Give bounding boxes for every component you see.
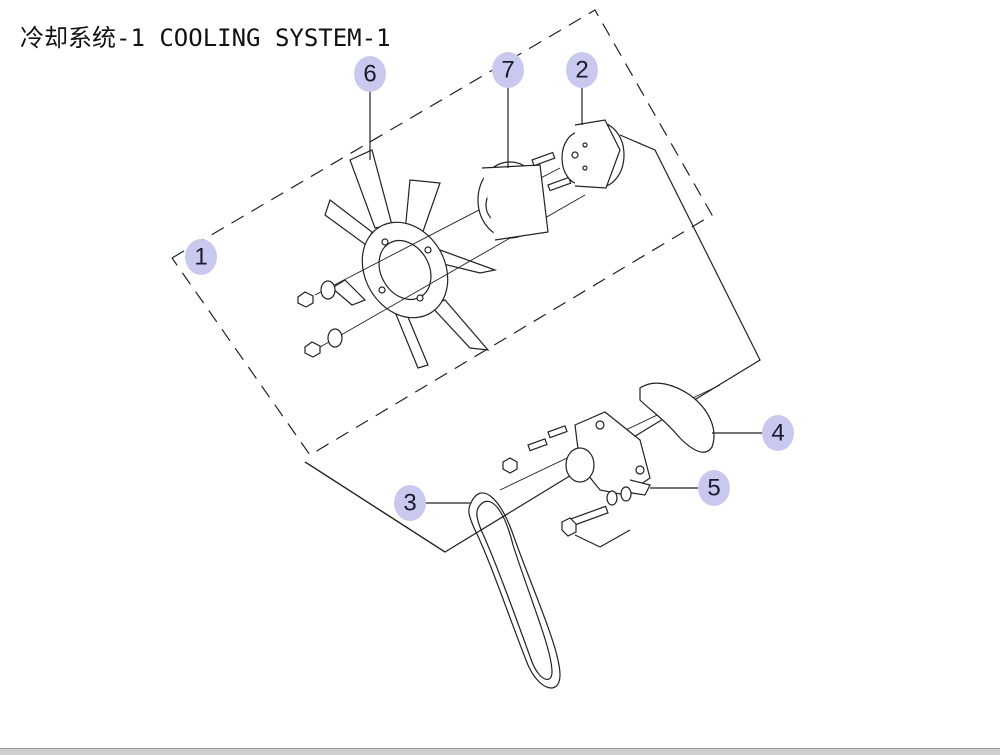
callout-7: 7 [492,52,524,88]
v-belt [468,492,561,689]
fan-clutch [477,161,549,241]
callout-label: 4 [771,420,784,447]
callout-6: 6 [354,56,386,92]
pump-fasteners [502,425,632,548]
callout-5: 5 [698,470,730,506]
callout-label: 5 [707,475,720,502]
fan-pulley [561,119,625,189]
pump-gasket [639,382,715,453]
cooling-fan [324,149,498,369]
callout-label: 2 [575,57,588,84]
water-pump [565,411,651,496]
callout-4: 4 [762,415,794,451]
callout-3: 3 [394,485,426,521]
fan-nuts [297,280,343,358]
callout-label: 7 [501,57,514,84]
diagram-title: 冷却系统-1 COOLING SYSTEM-1 [20,24,391,52]
callout-2: 2 [566,52,598,88]
bottom-scrollbar [0,748,1000,755]
callout-label: 3 [403,490,416,517]
callout-label: 6 [363,61,376,88]
callout-1: 1 [185,239,217,275]
fan-assembly-boundary [171,9,713,456]
callout-label: 1 [194,244,207,271]
clutch-studs [531,151,572,192]
